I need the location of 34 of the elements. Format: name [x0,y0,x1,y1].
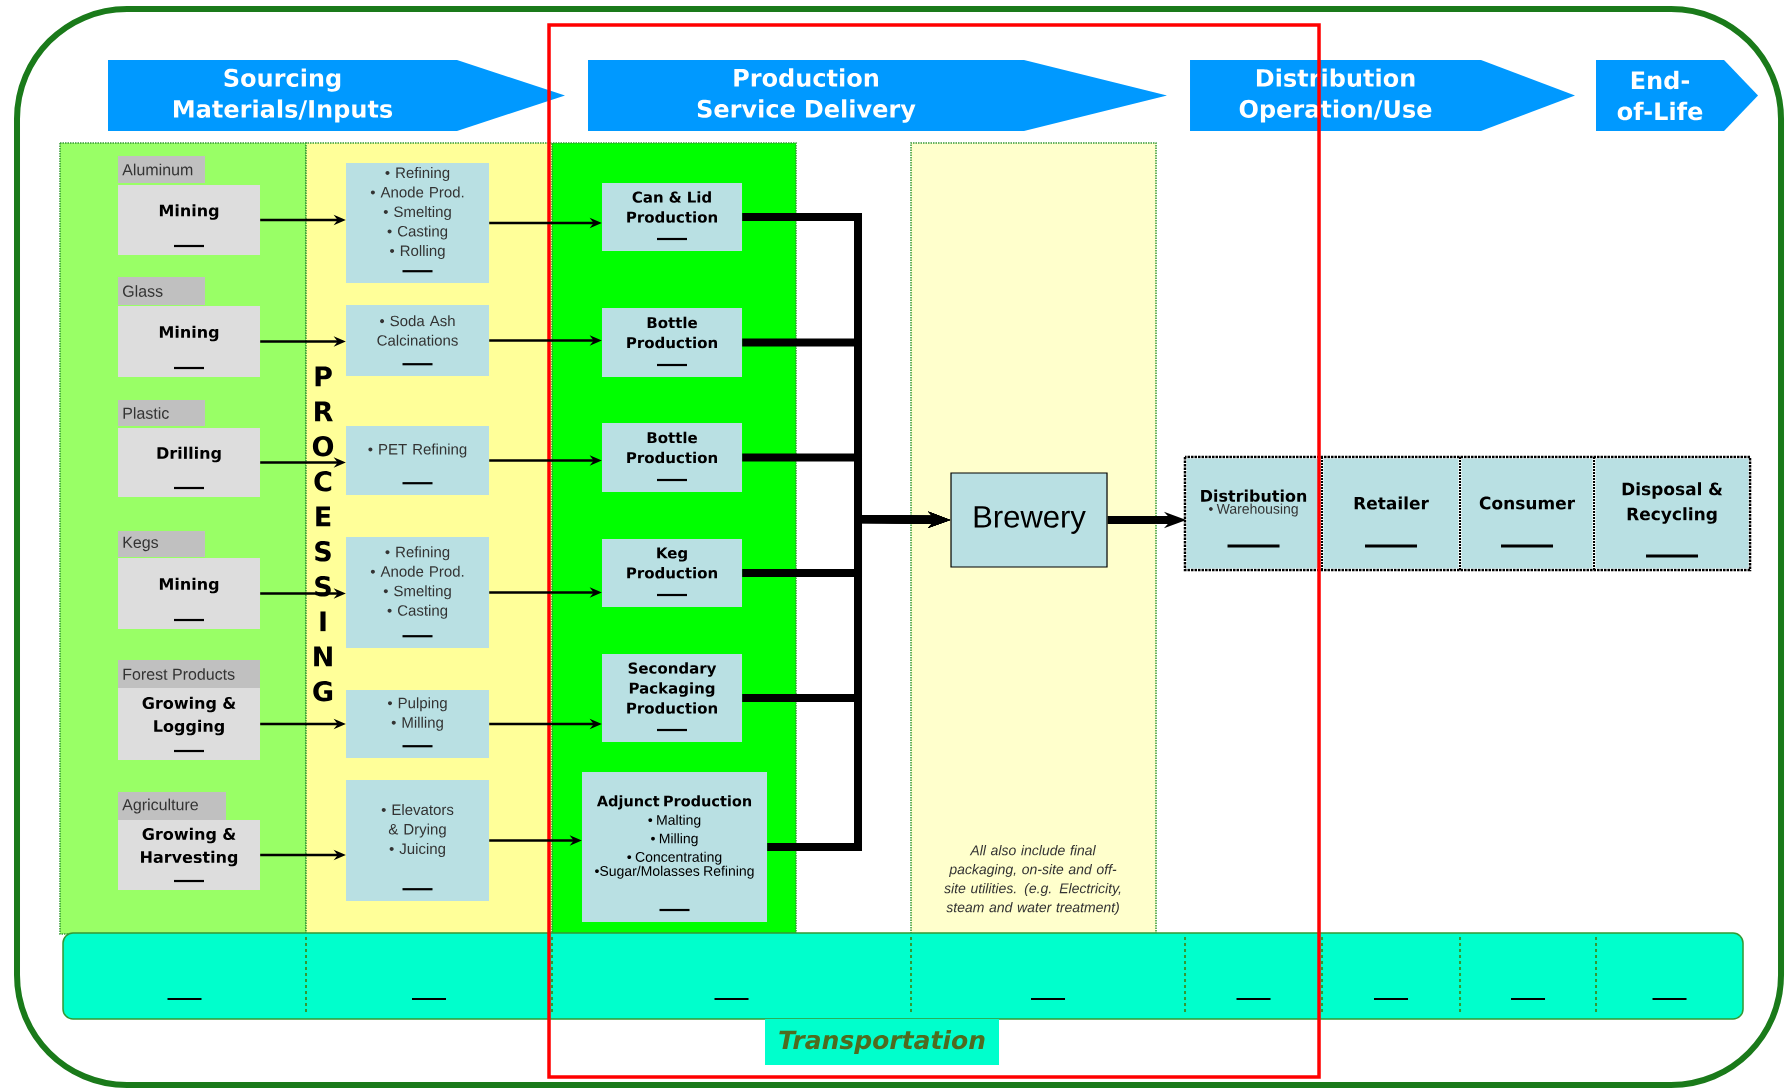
node-label: Kegs [123,536,159,552]
process-box: • PET Refining [346,426,489,495]
phase-banner: Sourcing Materials/Inputs [108,60,565,131]
production-box: Bottle Production [602,423,742,492]
node-label: Glass [123,285,163,297]
source-box: Forest Products Growing & Logging [118,660,260,760]
source-box: Agriculture Growing & Harvesting [118,792,260,890]
stage-box: Distribution • Warehousing [1186,458,1321,569]
stage-box: Consumer [1461,458,1593,569]
node-label: Agriculture [122,798,198,814]
production-box: Can & Lid Production [602,183,742,251]
process-box: • Pulping • Milling [346,690,489,758]
source-box: Aluminum Mining [118,156,260,255]
node-label: Forest Products [123,668,235,680]
transportation-band: Transportation [62,932,1744,1065]
brewery-box: Brewery [950,472,1108,568]
process-box: • Refining • Anode Prod. • Smelting • Casting • Rolling [346,163,489,283]
node-label: Transportation [779,1029,985,1055]
stage-box: Disposal & Recycling [1595,458,1749,569]
source-box: Kegs Mining [118,531,260,629]
production-box: Secondary Packaging Production [602,654,742,742]
node-label: Plastic [123,407,169,419]
production-box: Keg Production [602,539,742,607]
process-box: • Refining • Anode Prod. • Smelting • Casting [346,537,489,648]
phase-banner: Production Service Delivery [588,60,1167,131]
stage-box: Retailer [1323,458,1459,569]
source-box: Plastic Drilling [118,400,260,497]
phase-banner: End-of-Life [1596,60,1758,131]
production-box: Bottle Production [602,308,742,377]
node-label: Aluminum [122,163,193,176]
process-box: • Elevators & Drying • Juicing [346,780,489,901]
source-box: Glass Mining [118,277,260,377]
production-box: Adjunct Production • Malting • Milling • Concentrating •Sugar/Molasses Refining [582,772,767,922]
process-box: • Soda Ash Calcinations [346,305,489,376]
